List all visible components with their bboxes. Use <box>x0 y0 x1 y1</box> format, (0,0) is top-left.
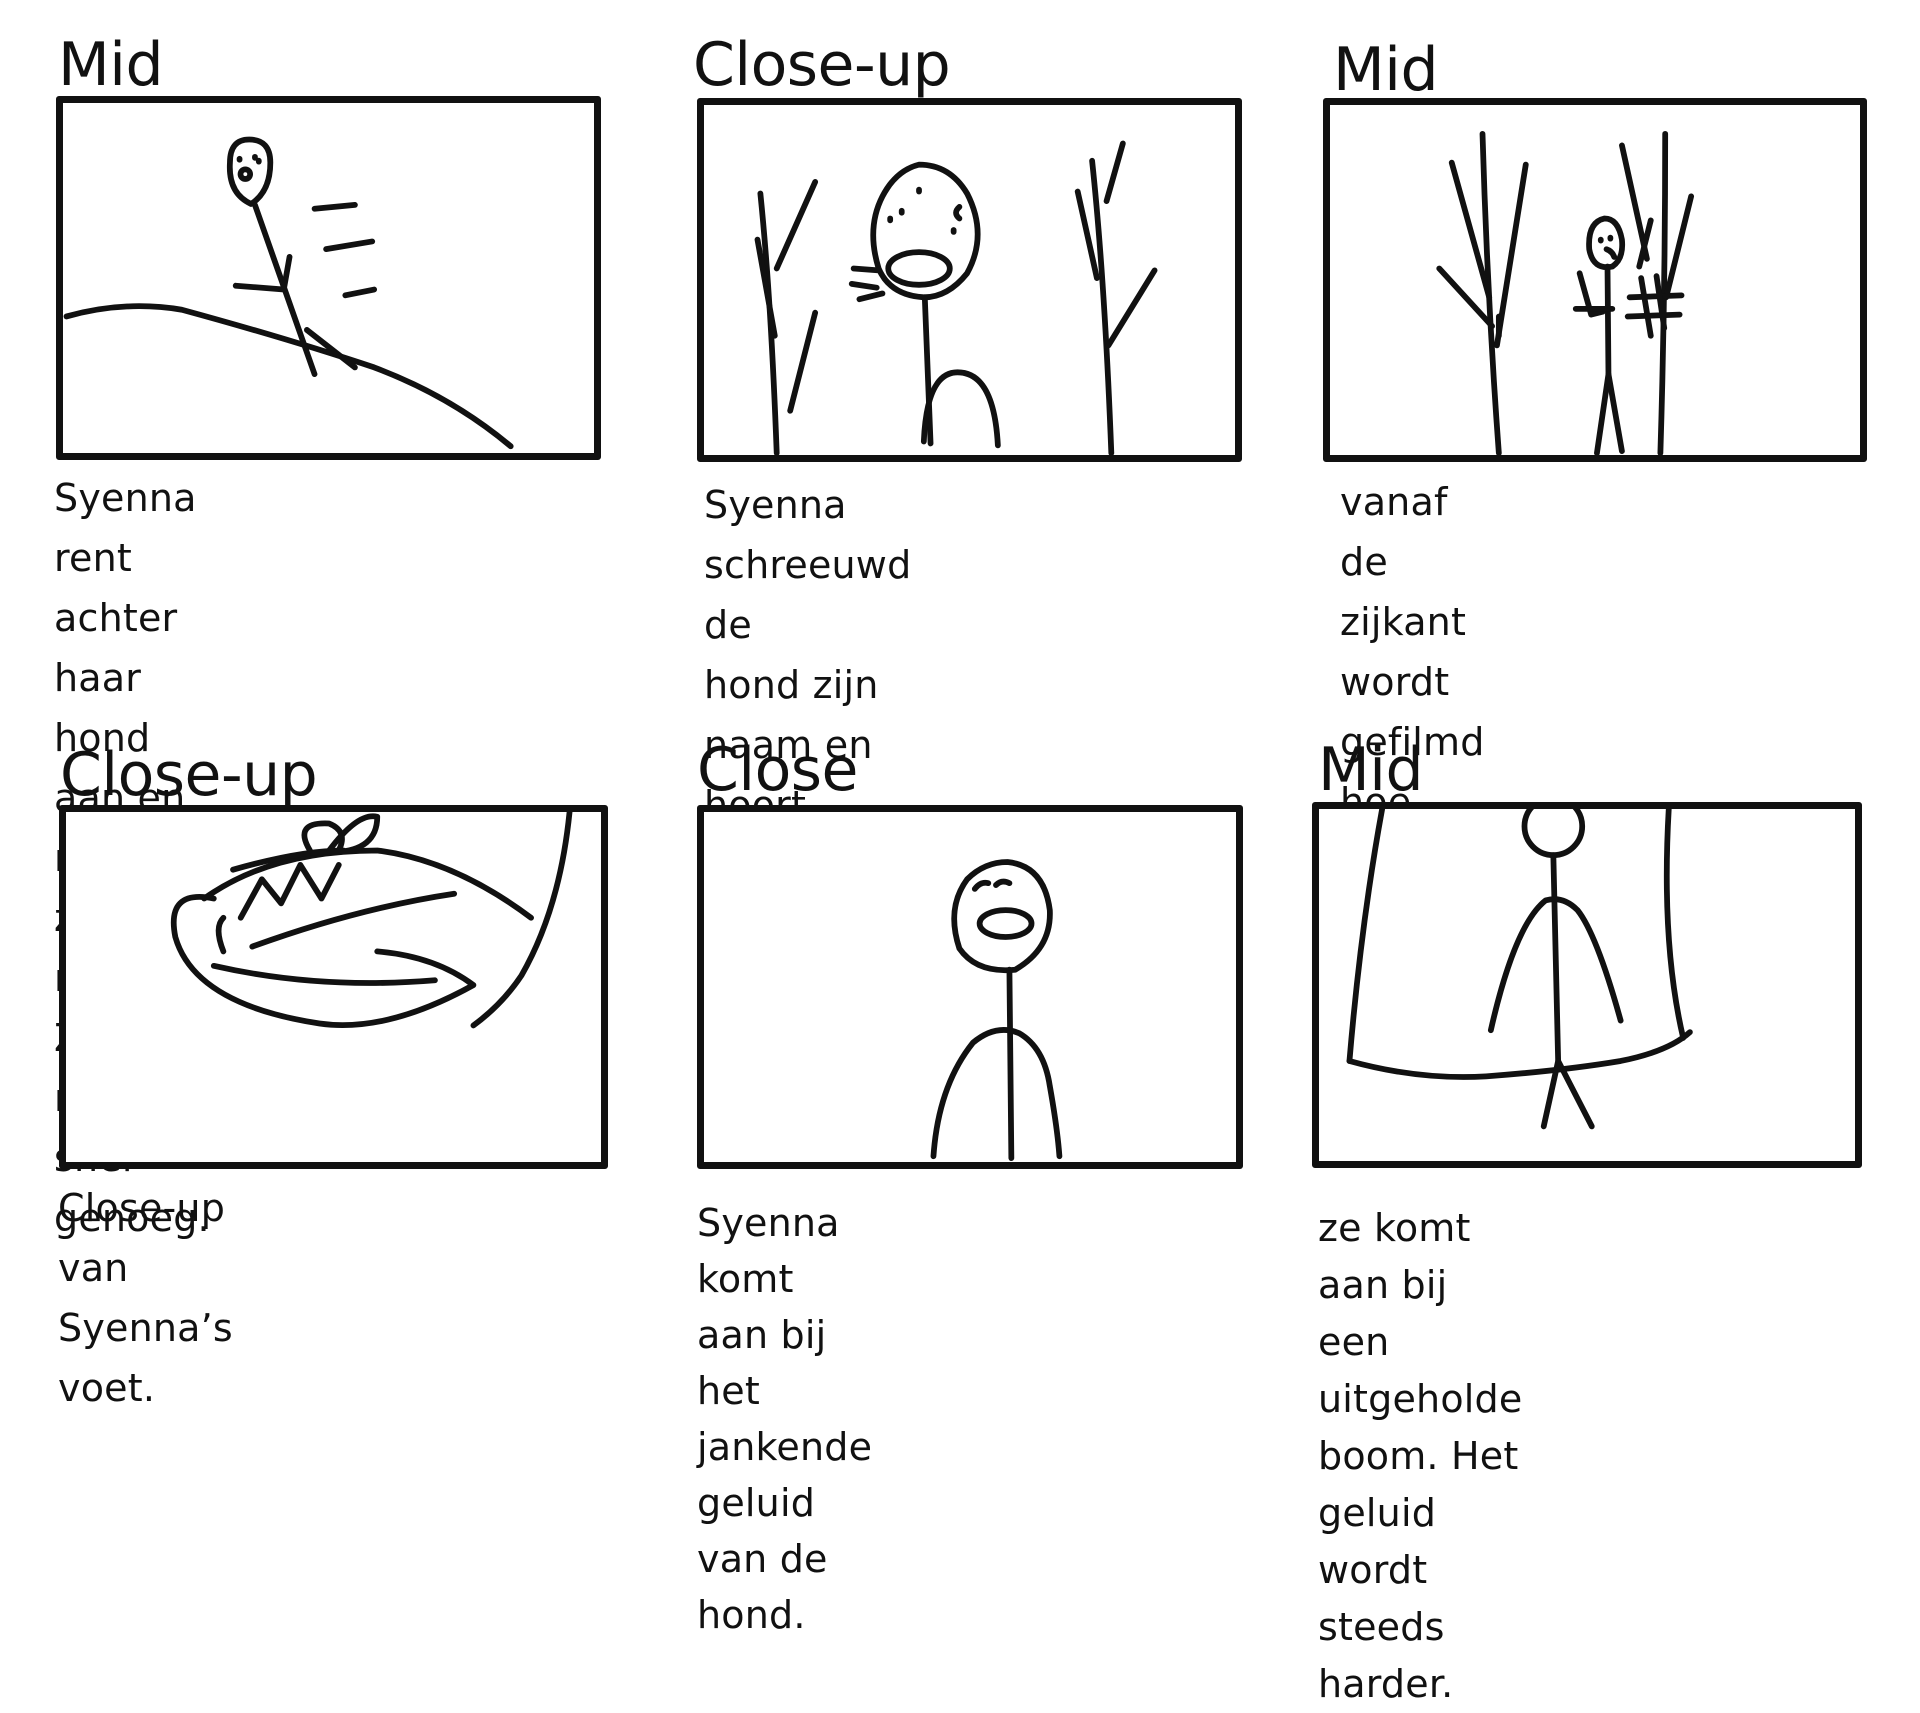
sketch-hollow-tree <box>1346 809 1693 1130</box>
shot-type-label: Close <box>697 735 858 805</box>
sketch-frame <box>1323 98 1867 462</box>
scene-caption: ze komt aan bij een uitgeholde boom. Het… <box>1318 1206 1523 1706</box>
sketch-frame <box>1312 802 1862 1168</box>
shot-type-label: Mid <box>1318 735 1424 805</box>
sketch-standing-closeup <box>930 859 1063 1162</box>
sketch-runner-on-hill <box>63 136 514 450</box>
sketch-runner-between-trees <box>1436 130 1695 455</box>
shot-type-label: Mid <box>58 30 164 100</box>
sketch-shouting-closeup <box>754 140 1158 455</box>
sketch-frame <box>59 805 608 1169</box>
sketch-frame <box>56 96 601 460</box>
shot-type-label: Close-up <box>693 30 951 100</box>
shot-type-label: Mid <box>1333 35 1439 105</box>
scene-caption: Syenna komt aan bij het jankende geluid … <box>697 1201 873 1637</box>
scene-caption: Close-up van Syenna’s voet. <box>58 1186 233 1410</box>
sketch-shoe-closeup <box>170 812 573 1029</box>
sketch-frame <box>697 98 1242 462</box>
shot-type-label: Close-up <box>60 740 318 810</box>
sketch-frame <box>697 805 1243 1169</box>
